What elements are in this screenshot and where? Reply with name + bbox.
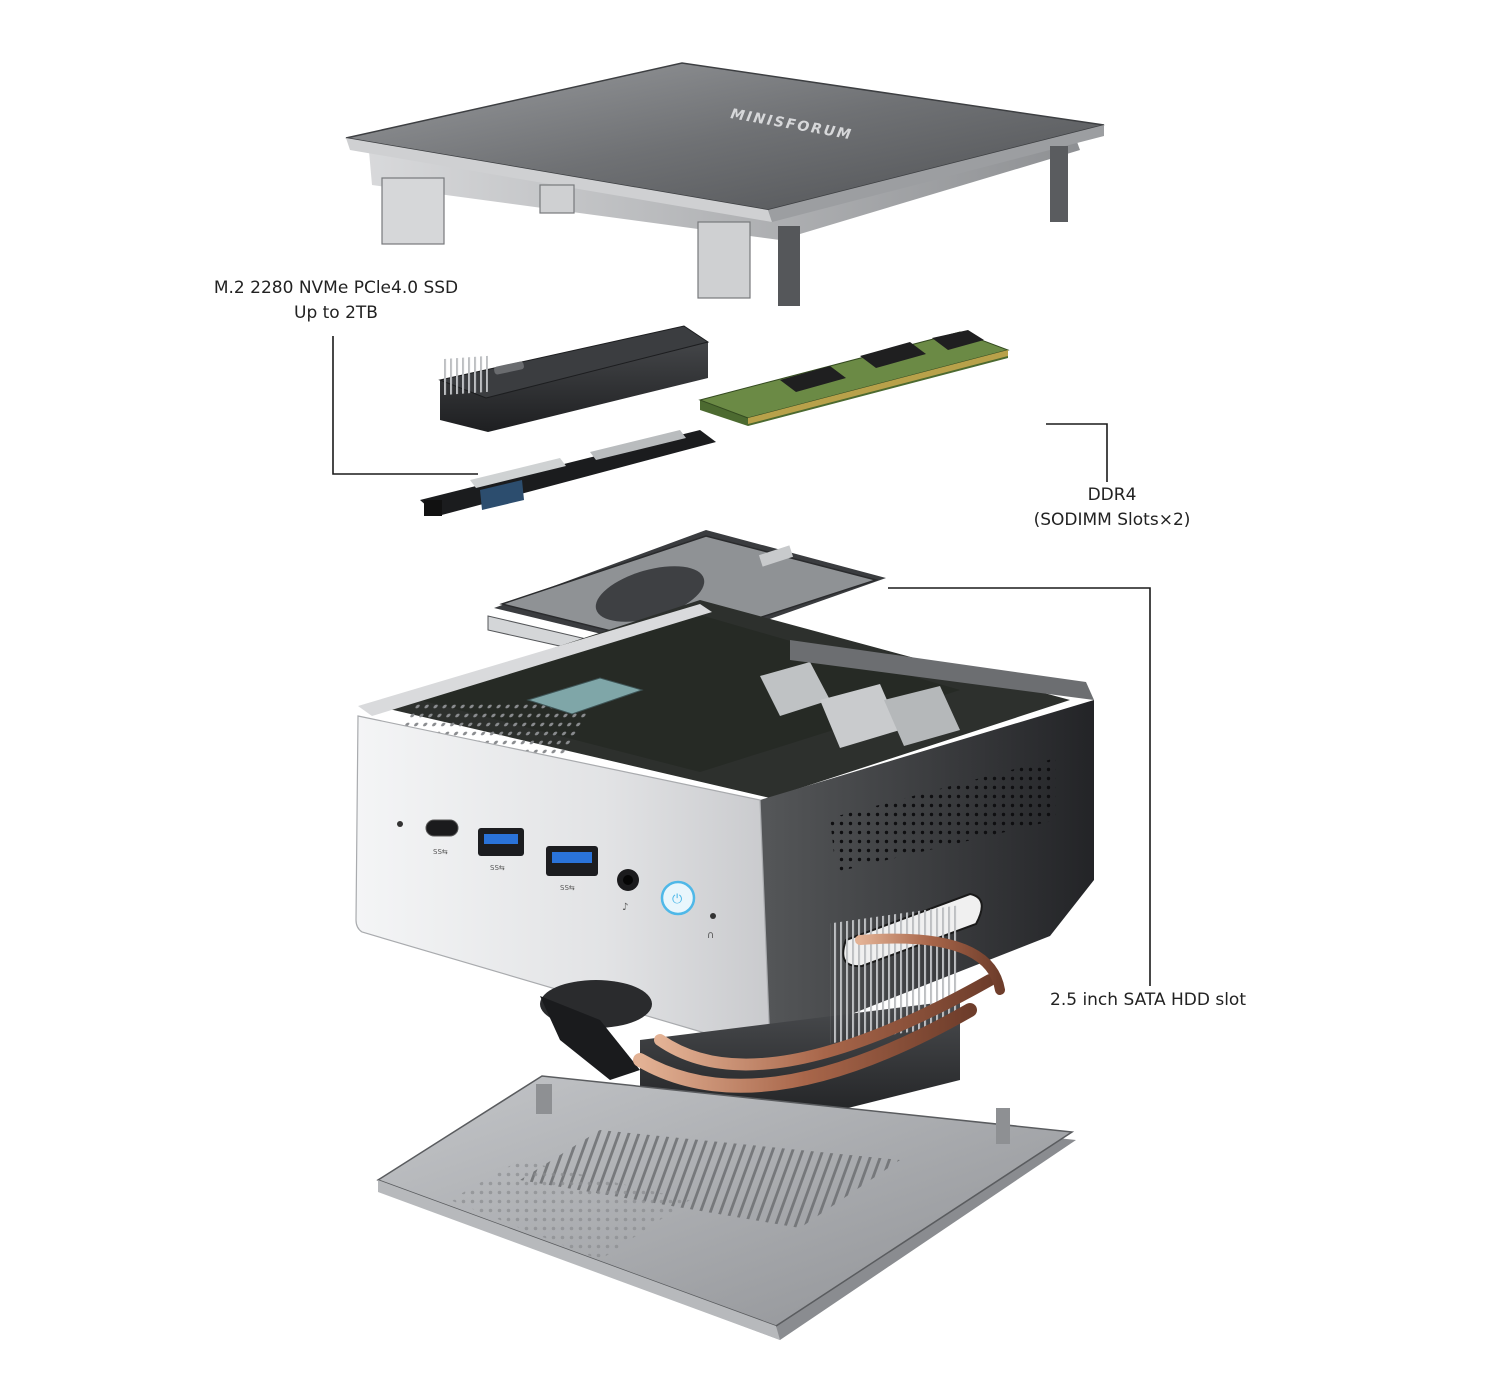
- callout-leader-lines: [332, 336, 1151, 986]
- svg-text:SS⇆: SS⇆: [560, 884, 575, 892]
- hdd-callout-label: 2.5 inch SATA HDD slot: [1028, 988, 1268, 1013]
- hdd-callout-line1: 2.5 inch SATA HDD slot: [1050, 990, 1246, 1010]
- ssd-callout-label: M.2 2280 NVMe PCle4.0 SSD Up to 2TB: [195, 276, 477, 326]
- microphone-icon: ♪: [622, 902, 628, 913]
- nvme-ssd: [420, 430, 716, 516]
- status-led-icon: [397, 821, 403, 827]
- headphone-icon: ∩: [707, 930, 714, 941]
- ram-callout-line1: DDR4: [1087, 485, 1137, 505]
- top-lid: MINISFORUM: [345, 62, 1105, 306]
- power-button[interactable]: [660, 880, 696, 916]
- ram-callout-label: DDR4 (SODIMM Slots×2): [1012, 483, 1212, 533]
- bottom-base-plate: [376, 1075, 1076, 1340]
- hdd-drive: [487, 530, 886, 673]
- ddr4-sodimm-ram: [698, 330, 1010, 426]
- svg-text:SS⇆: SS⇆: [433, 848, 448, 856]
- ssd-heatsink: [438, 325, 710, 432]
- ssd-leader-line: [332, 336, 478, 475]
- ssd-callout-line1: M.2 2280 NVMe PCle4.0 SSD: [213, 278, 459, 298]
- ssd-callout-line2: Up to 2TB: [294, 303, 378, 323]
- ram-callout-line2: (SODIMM Slots×2): [1033, 510, 1191, 530]
- power-icon: ⏻: [672, 892, 682, 907]
- usb-c-port[interactable]: [425, 819, 459, 837]
- front-io-panel: SS⇆ SS⇆ SS⇆ ♪ ⏻ ∩: [397, 819, 716, 941]
- svg-text:SS⇆: SS⇆: [490, 864, 505, 872]
- status-led-icon: [710, 913, 716, 919]
- hdd-leader-line: [888, 587, 1151, 986]
- ram-leader-line: [1046, 423, 1108, 482]
